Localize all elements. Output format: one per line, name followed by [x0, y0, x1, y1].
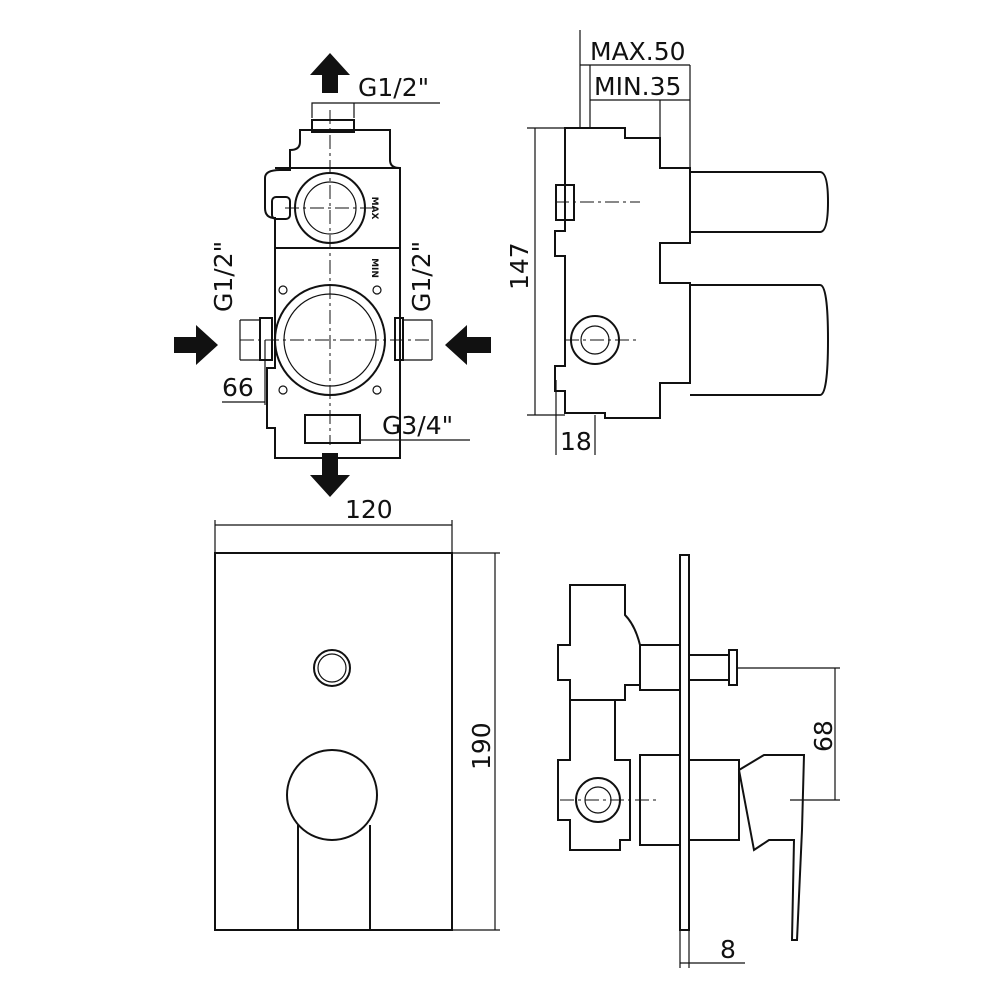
max-depth-label: MAX.50	[590, 37, 686, 66]
lever-offset-label: 68	[809, 720, 838, 752]
offset-label: 66	[222, 373, 254, 402]
side-dimensions	[527, 30, 691, 455]
plate-width-label: 120	[345, 495, 393, 524]
arrow-left-icon	[445, 325, 491, 365]
plate-front-view	[214, 520, 500, 931]
body-side-view	[554, 127, 830, 419]
plate-side-view	[557, 554, 840, 968]
top-inlet-label: G1/2"	[358, 73, 429, 102]
arrow-down-icon	[310, 453, 350, 497]
arrow-up-icon	[310, 53, 350, 93]
plate-thickness-label: 8	[720, 935, 736, 964]
plate-height-label: 190	[467, 722, 496, 770]
max-mark: MAX	[369, 197, 379, 220]
height-label: 147	[505, 242, 534, 290]
body-front-view: MAX MIN	[240, 110, 430, 459]
left-inlet-label: G1/2"	[209, 241, 238, 312]
front-dimensions	[222, 102, 470, 441]
right-inlet-label: G1/2"	[407, 241, 436, 312]
min-depth-label: MIN.35	[594, 72, 681, 101]
min-mark: MIN	[369, 258, 379, 278]
depth-label: 18	[560, 427, 592, 456]
bottom-outlet-label: G3/4"	[382, 411, 453, 440]
arrow-right-icon	[174, 325, 218, 365]
flow-arrows	[174, 53, 491, 497]
